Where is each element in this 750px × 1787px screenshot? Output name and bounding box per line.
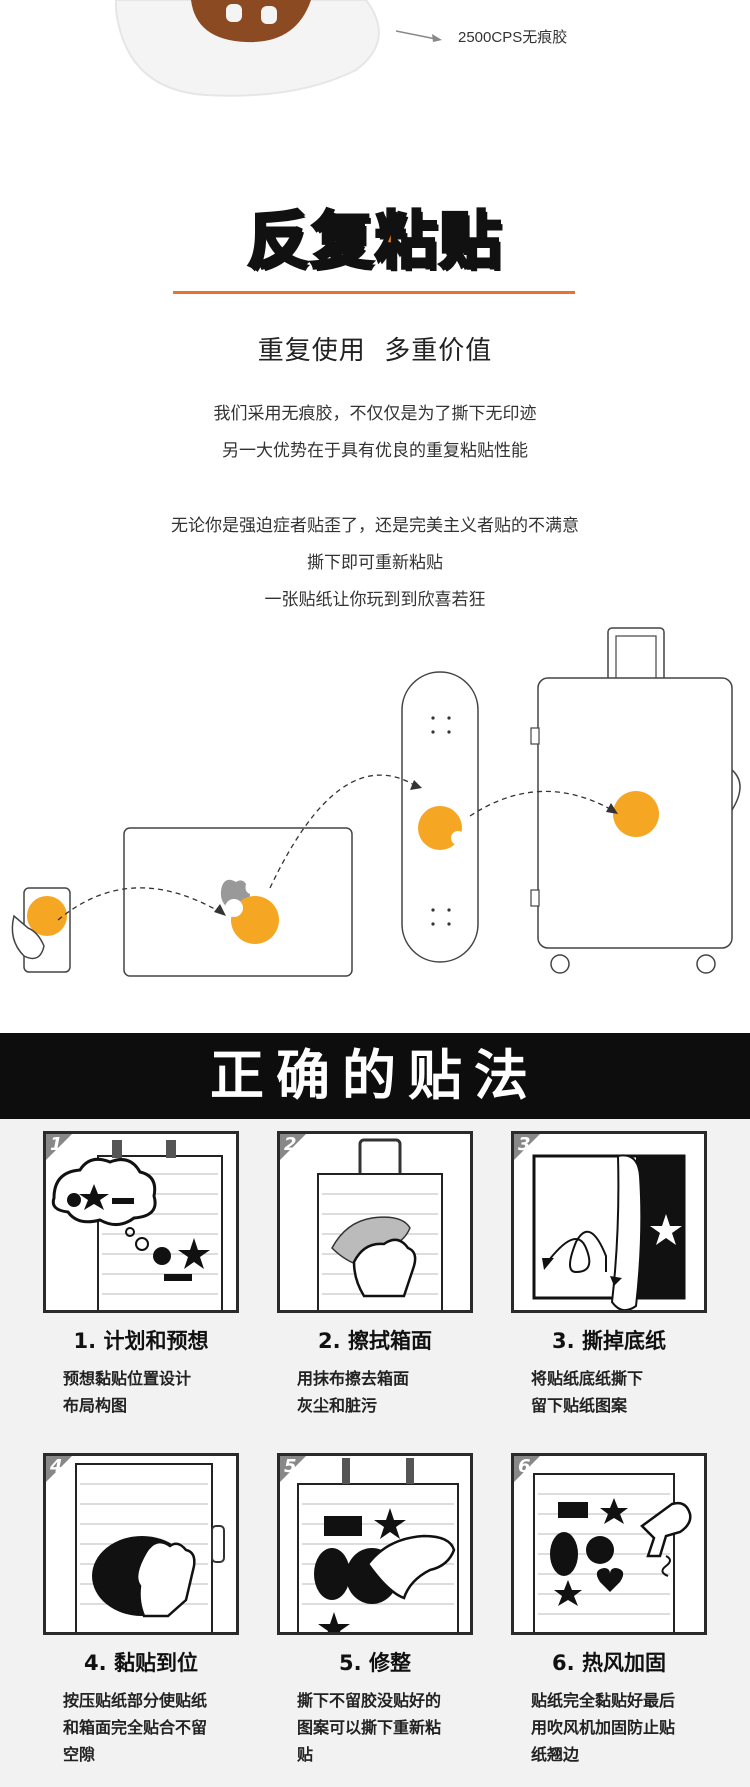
step-card-4: 4 4. 黏贴到位 按压贴纸部分使贴纸 和箱面完全贴合不留 空隙 — [43, 1453, 239, 1768]
step-description-line: 纸翘边 — [531, 1745, 580, 1764]
step-description: 将贴纸底纸撕下 留下贴纸图案 — [511, 1365, 707, 1419]
step-description-line: 贴 — [297, 1745, 314, 1764]
step-title: 5. 修整 — [339, 1651, 411, 1675]
skateboard-icon — [401, 671, 479, 963]
description-line: 另一大优势在于具有优良的重复粘贴性能 — [222, 441, 528, 461]
top-product-strip: 2500CPS无痕胶 — [0, 0, 750, 150]
step-description: 按压贴纸部分使贴纸 和箱面完全贴合不留 空隙 — [43, 1687, 239, 1768]
step-description-line: 将贴纸底纸撕下 — [531, 1369, 644, 1388]
sticker-sample-illustration — [115, 0, 380, 97]
step-illustration-4: 4 — [43, 1453, 239, 1635]
step-number: 5 — [284, 1456, 297, 1477]
description-line: 我们采用无痕胶，不仅仅是为了撕下无印迹 — [213, 404, 537, 424]
section-subtitle: 重复使用 多重价值 — [257, 336, 493, 366]
step-title: 6. 热风加固 — [552, 1651, 666, 1675]
section-title: 反复粘贴 — [245, 203, 503, 279]
step-number: 6 — [518, 1456, 531, 1477]
description-line: 撕下即可重新粘贴 — [307, 553, 443, 573]
step-card-3: 3 3. 撕掉底纸 将贴纸底纸撕下 留下贴纸图案 — [511, 1131, 707, 1419]
step-description-line: 图案可以撕下重新粘 — [297, 1718, 442, 1737]
step-description-line: 用抹布擦去箱面 — [297, 1369, 410, 1388]
step-illustration-1: 1 — [43, 1131, 239, 1313]
step-description-line: 按压贴纸部分使贴纸 — [63, 1691, 208, 1710]
section-title-wrap: 反复粘贴 — [0, 190, 750, 280]
step-description-line: 预想黏贴位置设计 — [63, 1369, 192, 1388]
step-description-line: 布局构图 — [63, 1396, 128, 1415]
step-number: 4 — [50, 1456, 63, 1477]
how-to-title: 正确的贴法 — [210, 1044, 540, 1107]
step-illustration-3: 3 — [511, 1131, 707, 1313]
step-title: 1. 计划和预想 — [73, 1329, 209, 1353]
step-description-line: 贴纸完全黏贴好最后 — [531, 1691, 676, 1710]
movement-trajectory — [57, 774, 613, 921]
suitcase-icon — [530, 627, 741, 974]
step-number: 2 — [284, 1134, 297, 1155]
step-card-1: 1 1. 计划和预想 预想黏贴位置设计 布局构图 — [43, 1131, 239, 1419]
step-card-2: 2 2. 擦拭箱面 用抹布擦去箱面 灰尘和脏污 — [277, 1131, 473, 1419]
title-underline — [173, 291, 575, 294]
step-description-line: 和箱面完全贴合不留 — [63, 1718, 208, 1737]
description-line: 无论你是强迫症者贴歪了，还是完美主义者贴的不满意 — [171, 516, 579, 536]
description-paragraph-1: 我们采用无痕胶，不仅仅是为了撕下无印迹 另一大优势在于具有优良的重复粘贴性能 — [0, 396, 750, 470]
how-to-band: 正确的贴法 — [0, 1033, 750, 1119]
laptop-icon — [123, 827, 353, 977]
step-description-line: 用吹风机加固防止贴 — [531, 1718, 676, 1737]
step-title: 2. 擦拭箱面 — [318, 1329, 432, 1353]
step-description-line: 撕下不留胶没贴好的 — [297, 1691, 442, 1710]
step-description-line: 空隙 — [63, 1745, 96, 1764]
step-description-line: 留下贴纸图案 — [531, 1396, 628, 1415]
step-description-line: 灰尘和脏污 — [297, 1396, 378, 1415]
step-number: 1 — [50, 1134, 63, 1155]
step-description: 预想黏贴位置设计 布局构图 — [43, 1365, 239, 1419]
step-illustration-6: 6 — [511, 1453, 707, 1635]
step-illustration-2: 2 — [277, 1131, 473, 1313]
step-title: 3. 撕掉底纸 — [552, 1329, 666, 1353]
annotation-arrow-icon — [396, 30, 442, 42]
step-card-6: 6 6. 热风加固 贴纸完全黏贴好最后 用吹风机加固防止贴 纸翘边 — [511, 1453, 707, 1768]
step-title: 4. 黏贴到位 — [84, 1651, 198, 1675]
description-paragraph-2: 无论你是强迫症者贴歪了，还是完美主义者贴的不满意 撕下即可重新粘贴 一张贴纸让你… — [0, 508, 750, 619]
annotation-label: 2500CPS无痕胶 — [458, 29, 568, 46]
step-card-5: 5 5. 修整 撕下不留胶没贴好的 图案可以撕下重新粘 贴 — [277, 1453, 473, 1768]
step-number: 3 — [518, 1134, 531, 1155]
phone-icon — [11, 887, 71, 973]
step-illustration-5: 5 — [277, 1453, 473, 1635]
step-description: 撕下不留胶没贴好的 图案可以撕下重新粘 贴 — [277, 1687, 473, 1768]
reuse-illustration — [11, 627, 741, 977]
step-description: 贴纸完全黏贴好最后 用吹风机加固防止贴 纸翘边 — [511, 1687, 707, 1768]
step-description: 用抹布擦去箱面 灰尘和脏污 — [277, 1365, 473, 1419]
description-line: 一张贴纸让你玩到到欣喜若狂 — [264, 590, 486, 610]
